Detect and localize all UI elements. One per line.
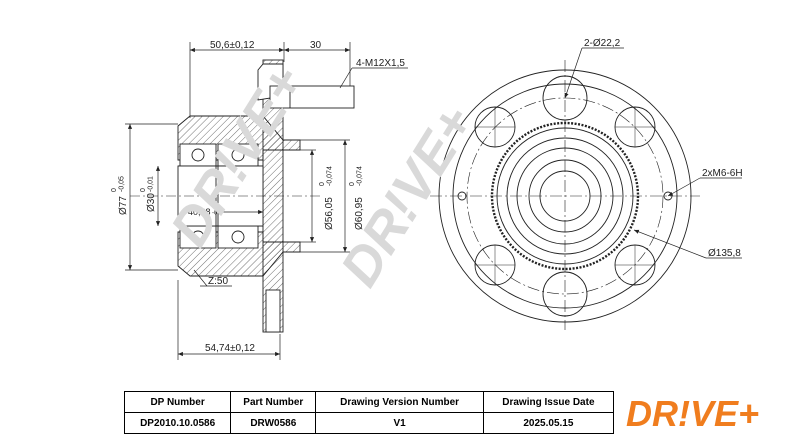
side-dimensions xyxy=(125,42,408,360)
bearing-lower-right xyxy=(217,225,259,249)
header-part-number: Part Number xyxy=(230,391,317,413)
dim-inner-width-tol: 0-0,2 xyxy=(212,204,223,217)
lower-stud xyxy=(265,289,281,333)
logo-text: DR!VE+ xyxy=(626,393,759,433)
header-dp-number: DP Number xyxy=(123,391,232,413)
dim-tone-ring-teeth: Z:50 xyxy=(208,276,228,287)
dim-stud-thread: 4-M12X1,5 xyxy=(356,58,405,69)
technical-drawing: 50,6±0,12 30 4-M12X1,5 Ø77 0-0,05 Ø30 0-… xyxy=(111,38,743,360)
wheel-stud xyxy=(269,85,355,109)
dim-pilot-60-tol: 0-0,074 xyxy=(349,166,364,186)
info-table-header-row: DP Number Part Number Drawing Version Nu… xyxy=(123,391,615,413)
dim-pcd: Ø135,8 xyxy=(708,248,741,259)
dim-outer-diameter: Ø77 xyxy=(118,196,129,215)
dim-flange-offset: 50,6±0,12 xyxy=(210,40,255,51)
dim-pilot-56: Ø56,05 xyxy=(324,197,335,230)
value-drawing-version: V1 xyxy=(315,412,484,434)
drive-logo: DR!VE+ xyxy=(626,393,759,433)
ball-ur xyxy=(231,148,245,162)
ball-ul xyxy=(191,148,205,162)
value-dp-number: DP2010.10.0586 xyxy=(123,412,232,434)
bearing-upper-left xyxy=(179,143,217,167)
dim-pilot-60: Ø60,95 xyxy=(354,197,365,230)
dim-outer-diameter-tol: 0-0,05 xyxy=(111,176,126,192)
info-table-value-row: DP2010.10.0586 DRW0586 V1 2025.05.15 xyxy=(123,412,615,434)
front-dimension-labels: 2-Ø22,2 2xM6-6H Ø135,8 xyxy=(584,38,743,259)
ball-lr xyxy=(231,230,245,244)
dim-hole-diameter: 2-Ø22,2 xyxy=(584,38,621,49)
value-drawing-issue-date: 2025.05.15 xyxy=(482,412,615,434)
front-dimensions xyxy=(564,47,742,259)
bearing-lower-left xyxy=(179,225,217,249)
dim-overall-width: 54,74±0,12 xyxy=(205,343,255,354)
info-table: DP Number Part Number Drawing Version Nu… xyxy=(123,391,615,434)
dim-pilot-56-tol: 0-0,074 xyxy=(319,166,334,186)
side-view xyxy=(130,59,355,333)
side-dimension-labels: 50,6±0,12 30 4-M12X1,5 Ø77 0-0,05 Ø30 0-… xyxy=(111,40,405,354)
dim-screw-thread: 2xM6-6H xyxy=(702,168,743,179)
value-part-number: DRW0586 xyxy=(230,412,317,434)
dim-inner-width: 40,88 xyxy=(188,207,211,217)
dim-inner-bore-tol: 0-0,01 xyxy=(140,176,155,192)
header-drawing-issue-date: Drawing Issue Date xyxy=(482,391,615,413)
dim-stud-length: 30 xyxy=(310,40,322,51)
dim-inner-bore: Ø30 xyxy=(146,193,157,212)
bearing-upper-right xyxy=(217,143,259,167)
ball-ll xyxy=(191,230,205,244)
front-view xyxy=(430,60,700,330)
header-drawing-version: Drawing Version Number xyxy=(315,391,484,413)
